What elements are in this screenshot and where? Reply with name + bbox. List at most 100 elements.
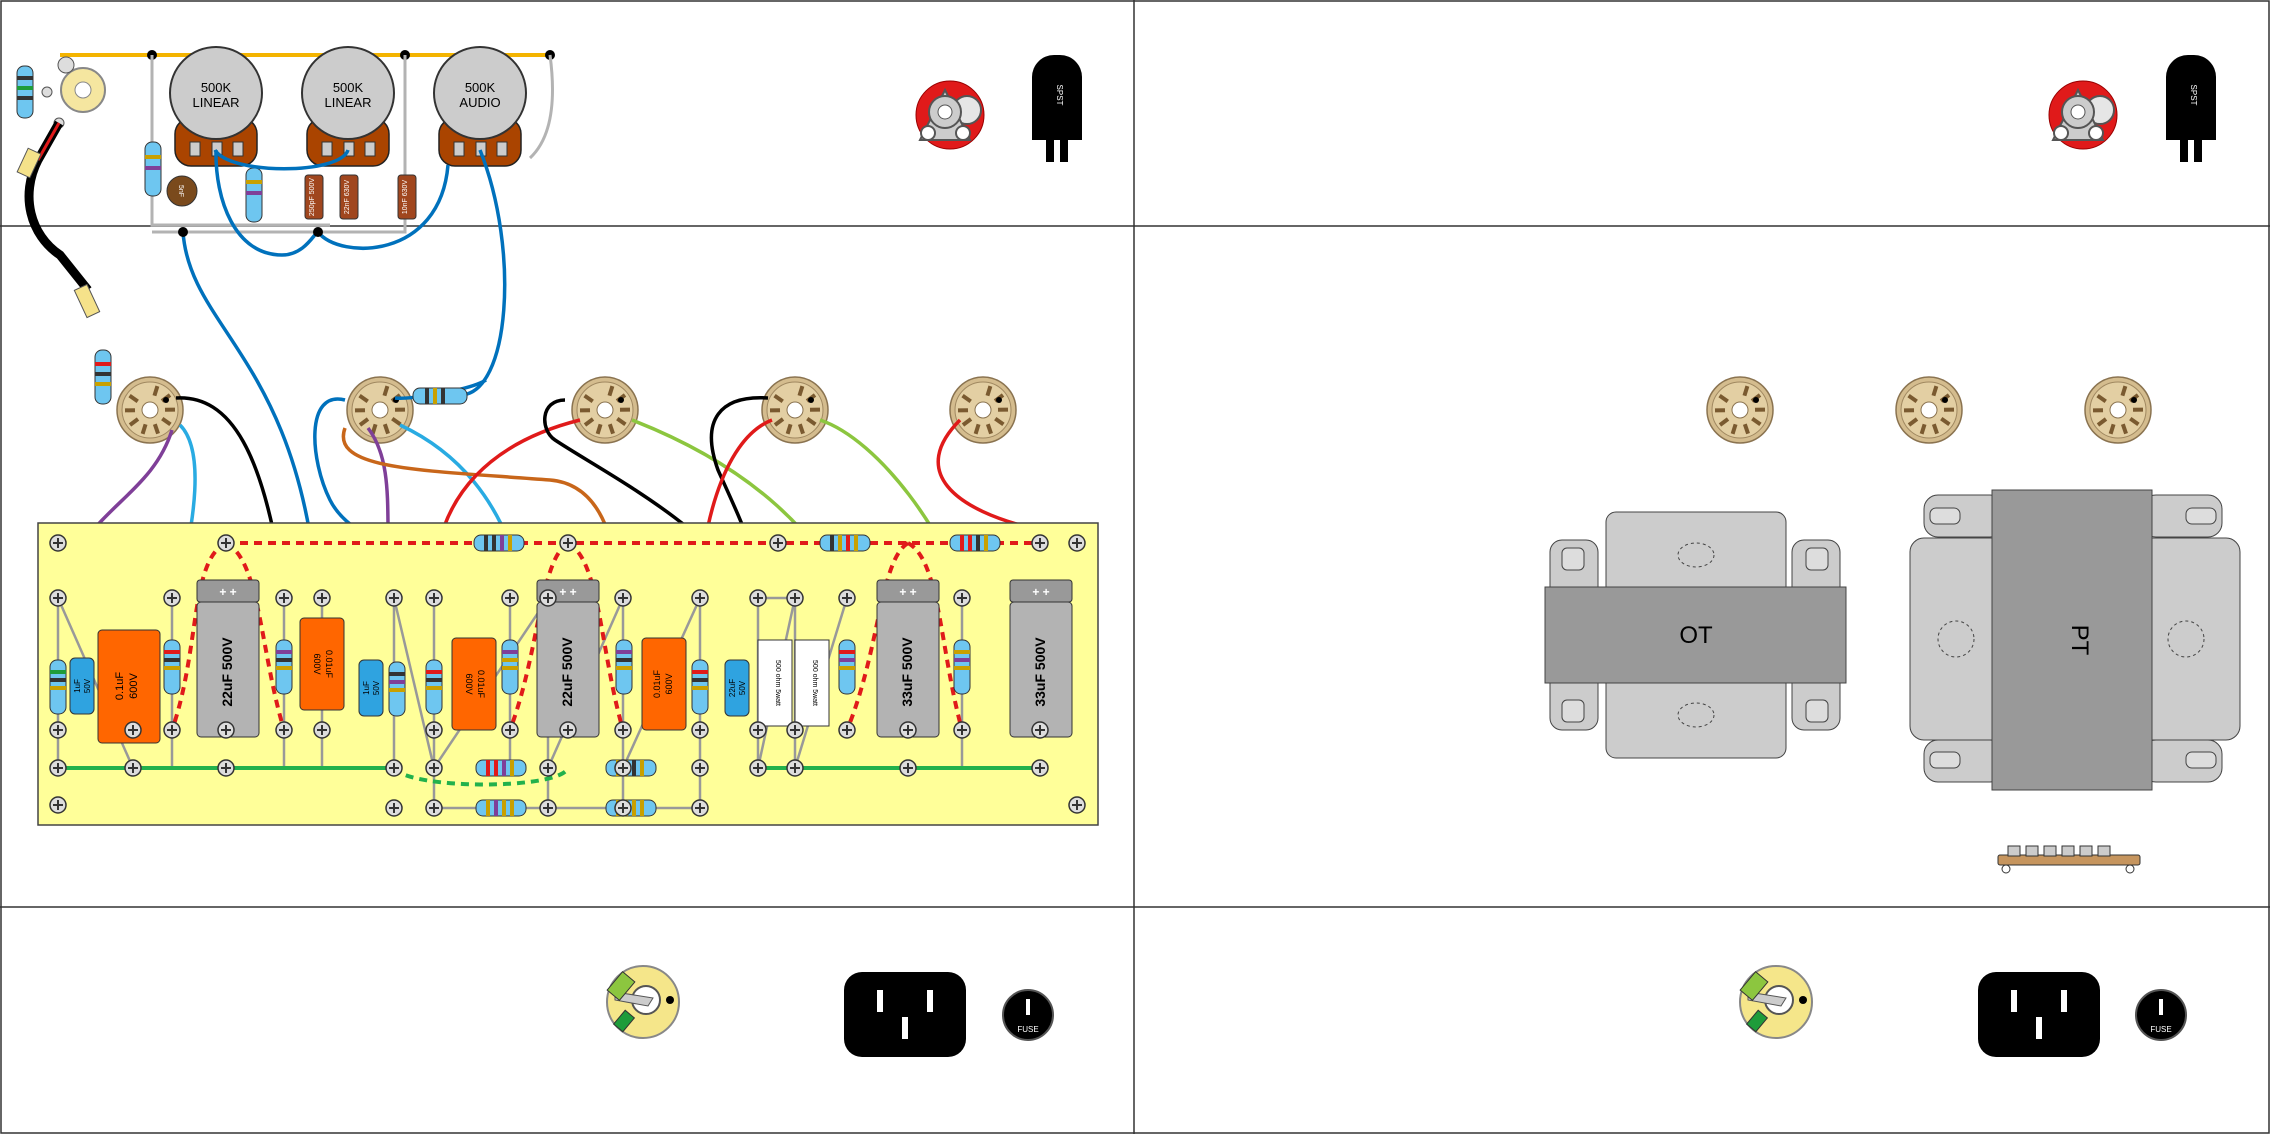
resistor bbox=[388, 661, 406, 717]
pot-body bbox=[169, 46, 263, 140]
turret bbox=[539, 759, 557, 777]
pot-value-label: 500K bbox=[333, 80, 364, 95]
pot-wires bbox=[181, 148, 507, 601]
cathode-cap-2: 1uF 50V bbox=[358, 659, 384, 717]
speaker-jack[interactable] bbox=[606, 965, 680, 1039]
turret bbox=[425, 799, 443, 817]
cathode-cap-1: 1uF 50V bbox=[69, 657, 95, 715]
power-transformer: PT bbox=[1909, 489, 2241, 791]
resistor bbox=[475, 759, 527, 777]
turret bbox=[425, 721, 443, 739]
pot-value-label: 500K bbox=[201, 80, 232, 95]
pot-volume[interactable]: 500K AUDIO bbox=[433, 46, 527, 167]
turret bbox=[899, 721, 917, 739]
pot-taper-label: LINEAR bbox=[325, 95, 372, 110]
turret bbox=[786, 721, 804, 739]
power-resistor-1: 500 ohm 5watt bbox=[757, 639, 793, 727]
small-cap-value: 22uF bbox=[728, 679, 737, 697]
coupling-cap-3: 0.01uF 600V bbox=[451, 637, 497, 731]
pot-body bbox=[301, 46, 395, 140]
coupling-cap-voltage: 600V bbox=[312, 653, 322, 674]
turret bbox=[49, 796, 67, 814]
resistor bbox=[501, 639, 519, 695]
input-resistor bbox=[16, 65, 34, 119]
fuse-label: FUSE bbox=[2150, 1025, 2171, 1034]
power-resistor-label: 500 ohm 5watt bbox=[811, 660, 818, 706]
filter-cap-label: 33uF 500V bbox=[899, 637, 915, 707]
iec-power-inlet[interactable] bbox=[844, 972, 966, 1057]
fuse-holder[interactable]: FUSE bbox=[1002, 989, 1054, 1041]
tone-cap-22nf: 22nF 630V bbox=[339, 174, 359, 220]
tone-cap-label: 22nF 630V bbox=[344, 180, 351, 215]
pilot-lamp bbox=[2048, 80, 2118, 150]
turret bbox=[1068, 534, 1086, 552]
resistor bbox=[691, 659, 709, 715]
turret bbox=[539, 589, 557, 607]
turret bbox=[49, 759, 67, 777]
coupling-cap-4: 0.01uF 600V bbox=[641, 637, 687, 731]
pt-label: PT bbox=[2066, 625, 2093, 656]
turret bbox=[838, 721, 856, 739]
turret bbox=[749, 589, 767, 607]
turret bbox=[786, 759, 804, 777]
small-cap-value: 1uF bbox=[362, 681, 371, 695]
turret bbox=[749, 759, 767, 777]
ot-label: OT bbox=[1679, 622, 1713, 649]
pot-tone[interactable]: 500K LINEAR bbox=[301, 46, 395, 167]
coupling-cap-voltage: 600V bbox=[128, 672, 140, 698]
tube-socket bbox=[761, 376, 829, 444]
turret bbox=[313, 721, 331, 739]
turret bbox=[559, 721, 577, 739]
resistor bbox=[953, 639, 971, 695]
coupling-cap-1: 0.1uF 600V bbox=[97, 629, 161, 744]
resistor bbox=[473, 534, 525, 552]
turret bbox=[124, 721, 142, 739]
fuse-label: FUSE bbox=[1017, 1025, 1038, 1034]
filter-cap-label: 22uF 500V bbox=[219, 637, 235, 707]
power-switch[interactable]: SPST bbox=[2166, 55, 2216, 162]
resistor bbox=[949, 534, 1001, 552]
input-grid-resistor bbox=[94, 349, 112, 405]
turret bbox=[425, 589, 443, 607]
power-resistor-label: 500 ohm 5watt bbox=[774, 660, 781, 706]
turret bbox=[217, 721, 235, 739]
turret bbox=[786, 589, 804, 607]
filter-cap-4: + + 33uF 500V bbox=[1009, 579, 1073, 738]
turret bbox=[49, 534, 67, 552]
turret bbox=[124, 759, 142, 777]
power-switch[interactable]: SPST bbox=[1032, 55, 1082, 162]
pot-value-label: 500K bbox=[465, 80, 496, 95]
turret bbox=[49, 721, 67, 739]
speaker-jack[interactable] bbox=[1739, 965, 1813, 1039]
turret bbox=[838, 589, 856, 607]
pot-taper-label: LINEAR bbox=[193, 95, 240, 110]
pot-resistors bbox=[144, 141, 263, 223]
tube-socket bbox=[2084, 376, 2152, 444]
turret bbox=[1031, 721, 1049, 739]
turret bbox=[614, 589, 632, 607]
fuse-holder[interactable]: FUSE bbox=[2135, 989, 2187, 1041]
tube-socket bbox=[346, 376, 414, 444]
turret bbox=[953, 721, 971, 739]
resistor bbox=[615, 639, 633, 695]
turret bbox=[275, 589, 293, 607]
small-cap-voltage: 50V bbox=[372, 680, 381, 695]
turret bbox=[749, 721, 767, 739]
iec-power-inlet[interactable] bbox=[1978, 972, 2100, 1057]
turret bbox=[691, 589, 709, 607]
input-jack[interactable] bbox=[41, 56, 106, 129]
filter-cap-3: + + 33uF 500V bbox=[876, 579, 940, 738]
pot-gain[interactable]: 500K LINEAR bbox=[169, 46, 263, 167]
tone-cap-label: 5nF bbox=[177, 185, 184, 197]
filter-cap-terminals: + + bbox=[899, 585, 916, 599]
turret bbox=[691, 759, 709, 777]
resistor bbox=[49, 659, 67, 715]
coupling-cap-value: 0.01uF bbox=[324, 650, 334, 679]
turret bbox=[313, 589, 331, 607]
resistor bbox=[475, 799, 527, 817]
turret bbox=[1068, 796, 1086, 814]
turret bbox=[1031, 534, 1049, 552]
turret bbox=[425, 759, 443, 777]
